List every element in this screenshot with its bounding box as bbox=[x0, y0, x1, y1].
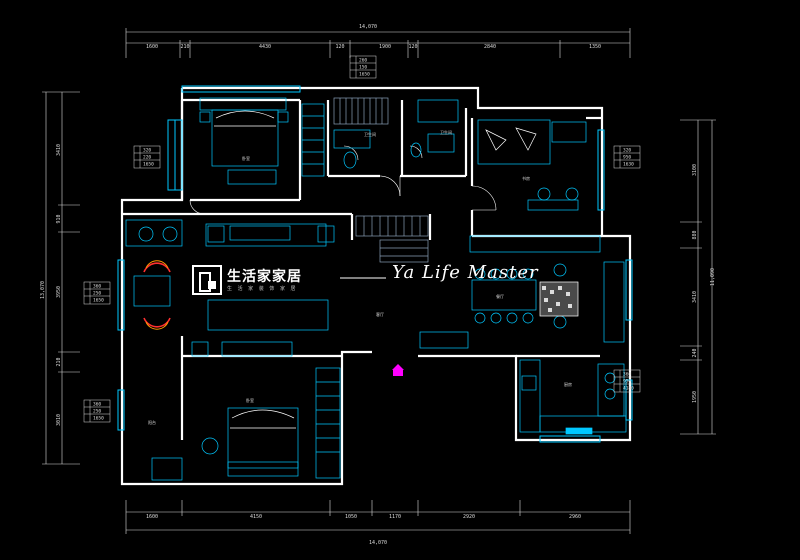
tag-left-upper-1: 320 bbox=[143, 148, 151, 154]
right-dim-4: 240 bbox=[692, 348, 698, 357]
left-dim-3: 3950 bbox=[56, 286, 62, 298]
right-dimension-chain bbox=[680, 119, 716, 435]
room-label-bath2: 卫生间 bbox=[440, 129, 452, 135]
bathroom-fixtures bbox=[333, 97, 459, 169]
bottom-dimension-chain bbox=[125, 500, 631, 534]
watermark-logo: 生活家家居 生 活 家 装 饰 家 居 bbox=[192, 263, 302, 297]
left-total-dimension: 13,070 bbox=[40, 281, 46, 299]
right-dim-2: 880 bbox=[692, 230, 698, 239]
tag-right-lower-3: 4180 bbox=[623, 386, 634, 392]
room-label-study: 书房 bbox=[522, 175, 530, 181]
tag-right-lower-1: 360 bbox=[623, 372, 631, 378]
watermark-cn-subtitle: 生 活 家 装 饰 家 居 bbox=[227, 285, 298, 292]
armchair-orange-upper bbox=[145, 260, 169, 269]
room-label-master-bed: 卧室 bbox=[242, 155, 250, 161]
top-dim-1: 1600 bbox=[146, 44, 158, 50]
top-dim-4: 120 bbox=[335, 44, 344, 50]
bedroom2-furniture bbox=[151, 367, 341, 481]
dining-furniture bbox=[419, 235, 625, 349]
tag-left-lower-2: 250 bbox=[93, 409, 101, 415]
living-furniture bbox=[125, 219, 335, 357]
tag-right-upper-1: 320 bbox=[623, 148, 631, 154]
island-counter bbox=[539, 281, 579, 317]
bottom-dim-4: 1170 bbox=[389, 514, 401, 520]
left-dim-4: 210 bbox=[56, 357, 62, 366]
watermark-cn-title: 生活家家居 bbox=[227, 268, 302, 285]
study-furniture bbox=[477, 119, 587, 211]
tag-left-lower-1: 360 bbox=[93, 402, 101, 408]
room-label-kitchen: 厨房 bbox=[564, 381, 572, 387]
top-total-dimension: 14,070 bbox=[359, 24, 377, 30]
top-dim-6: 120 bbox=[408, 44, 417, 50]
logo-mark-icon bbox=[192, 265, 222, 295]
bottom-dim-3: 1050 bbox=[345, 514, 357, 520]
armchair-red-upper bbox=[143, 262, 171, 273]
bottom-dim-1: 1600 bbox=[146, 514, 158, 520]
top-dimension-chain bbox=[125, 28, 631, 58]
watermark-script: Ya Life Master bbox=[392, 262, 539, 283]
top-dim-3: 4430 bbox=[259, 44, 271, 50]
room-label-dining: 餐厅 bbox=[496, 293, 504, 299]
tag-left-middle-1: 360 bbox=[93, 284, 101, 290]
top-dim-2: 210 bbox=[180, 44, 189, 50]
right-dim-1: 3100 bbox=[692, 164, 698, 176]
room-label-bath1: 卫生间 bbox=[364, 131, 376, 137]
master-bed-furniture bbox=[199, 97, 325, 185]
tag-left-upper-2: 220 bbox=[143, 155, 151, 161]
tag-left-middle-2: 250 bbox=[93, 291, 101, 297]
tag-top-1: 260 bbox=[359, 58, 367, 64]
bottom-total-dimension: 14,070 bbox=[369, 540, 387, 546]
bottom-dim-6: 2960 bbox=[569, 514, 581, 520]
right-dim-3: 3410 bbox=[692, 291, 698, 303]
windows bbox=[117, 85, 633, 443]
room-label-living: 客厅 bbox=[376, 311, 384, 317]
door-swings bbox=[189, 145, 497, 215]
tag-left-upper-3: 1650 bbox=[143, 162, 154, 168]
armchair-orange-lower bbox=[145, 321, 169, 330]
entry-marker bbox=[392, 364, 404, 376]
staircase bbox=[355, 215, 429, 263]
tag-right-upper-2: 950 bbox=[623, 155, 631, 161]
right-dim-5: 1950 bbox=[692, 391, 698, 403]
top-dim-8: 1350 bbox=[589, 44, 601, 50]
tag-left-middle-3: 1650 bbox=[93, 298, 104, 304]
tag-top-2: 150 bbox=[359, 65, 367, 71]
room-label-bedroom2: 卧室 bbox=[246, 397, 254, 403]
tag-right-upper-3: 1630 bbox=[623, 162, 634, 168]
armchair-red-lower bbox=[143, 317, 171, 328]
room-label-balcony: 阳台 bbox=[148, 419, 156, 425]
bottom-dim-5: 2920 bbox=[463, 514, 475, 520]
spec-tag-frames bbox=[83, 55, 641, 423]
kitchen-furniture bbox=[519, 359, 627, 435]
top-dim-7: 2840 bbox=[484, 44, 496, 50]
left-dim-5: 3010 bbox=[56, 414, 62, 426]
left-dim-1: 3410 bbox=[56, 144, 62, 156]
tag-top-3: 1650 bbox=[359, 72, 370, 78]
left-dimension-chain bbox=[42, 91, 80, 465]
tag-left-lower-3: 1650 bbox=[93, 416, 104, 422]
right-total-dimension: 11,090 bbox=[710, 268, 716, 286]
top-dim-5: 1900 bbox=[379, 44, 391, 50]
walls bbox=[120, 86, 632, 486]
tag-right-lower-2: 950 bbox=[623, 379, 631, 385]
left-dim-2: 910 bbox=[56, 214, 62, 223]
bottom-dim-2: 4150 bbox=[250, 514, 262, 520]
